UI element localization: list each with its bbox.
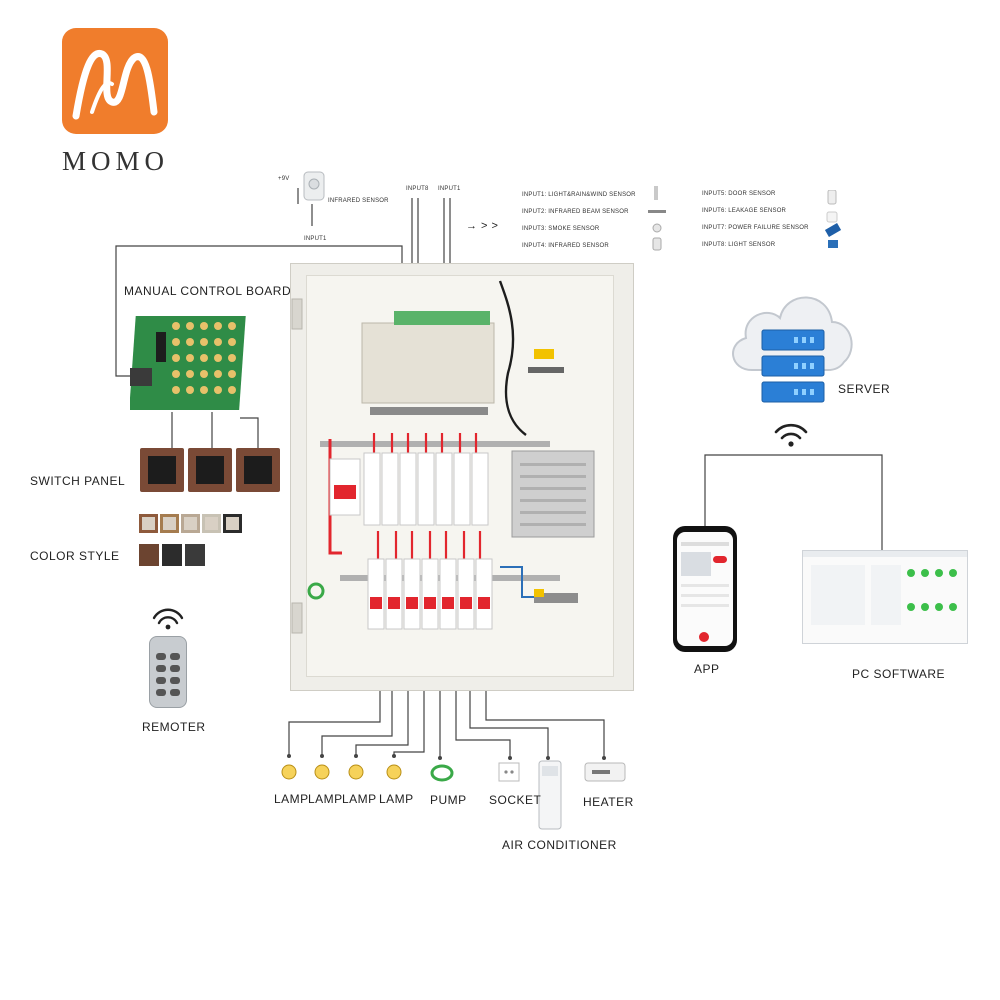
wifi-signal-icon	[152, 608, 184, 630]
brand-logo	[62, 28, 168, 134]
sensor-icons	[648, 186, 666, 251]
control-board-icon	[130, 316, 246, 410]
remote-control-icon	[149, 636, 187, 708]
app-label: APP	[694, 662, 720, 676]
remoter-label: REMOTER	[142, 720, 206, 734]
color-panel-sample	[162, 544, 182, 566]
sensor-list-item: INPUT4: INFRARED SENSOR	[522, 243, 609, 249]
color-panel-sample	[139, 544, 159, 566]
phone-app-icon	[673, 526, 737, 652]
switch-panel-3	[236, 448, 280, 492]
sensor-list-item: INPUT7: POWER FAILURE SENSOR	[702, 225, 809, 231]
pc-software-window	[802, 550, 968, 644]
load-label: LAMP	[379, 792, 414, 806]
socket-icon	[498, 762, 520, 782]
logo-mark-icon	[72, 50, 158, 120]
infrared-sensor-icon	[303, 171, 325, 201]
color-style-label: COLOR STYLE	[30, 549, 120, 563]
sensor-list-item: INPUT6: LEAKAGE SENSOR	[702, 208, 787, 214]
lamp-icons	[281, 764, 402, 780]
color-swatch	[223, 514, 242, 533]
switch-panel-2	[188, 448, 232, 492]
sensor-power-label: +9V	[278, 176, 290, 182]
sensor-list-item: INPUT3: SMOKE SENSOR	[522, 226, 600, 232]
switch-panel-1	[140, 448, 184, 492]
server-label: SERVER	[838, 382, 891, 396]
load-label: PUMP	[430, 793, 467, 807]
input8-label: INPUT8	[406, 186, 429, 192]
switch-panel-label: SWITCH PANEL	[30, 474, 126, 488]
load-label: SOCKET	[489, 793, 542, 807]
air-conditioner-icon	[538, 760, 562, 830]
server-icon	[761, 329, 825, 403]
color-swatch	[202, 514, 221, 533]
sensor-list-item: INPUT2: INFRARED BEAM SENSOR	[522, 209, 629, 215]
infrared-sensor-label: INFRARED SENSOR	[328, 198, 389, 204]
cabinet-components	[291, 280, 595, 634]
wifi-signal-icon	[774, 423, 808, 447]
heater-icon	[584, 762, 626, 782]
manual-control-board-label: MANUAL CONTROL BOARD	[124, 284, 292, 298]
brand-name: MOMO	[62, 146, 170, 176]
load-label: LAMP	[274, 792, 309, 806]
load-label: HEATER	[583, 795, 634, 809]
flow-arrow: → > >	[466, 220, 499, 232]
input1-label: INPUT1	[438, 186, 461, 192]
sensor-list-item: INPUT1: LIGHT&RAIN&WIND SENSOR	[522, 192, 636, 198]
sensor-input-label: INPUT1	[304, 236, 327, 242]
sensor-list-item: INPUT8: LIGHT SENSOR	[702, 242, 776, 248]
pc-software-label: PC SOFTWARE	[852, 667, 946, 681]
color-panel-sample	[185, 544, 205, 566]
pump-icon	[430, 764, 454, 782]
air-conditioner-label: AIR CONDITIONER	[502, 838, 617, 852]
color-swatch	[139, 514, 158, 533]
sensor-list-item: INPUT5: DOOR SENSOR	[702, 191, 776, 197]
color-swatch	[160, 514, 179, 533]
color-swatch	[181, 514, 200, 533]
sensor-icons-right	[824, 190, 842, 248]
load-label: LAMP	[342, 792, 377, 806]
load-label: LAMP	[308, 792, 343, 806]
